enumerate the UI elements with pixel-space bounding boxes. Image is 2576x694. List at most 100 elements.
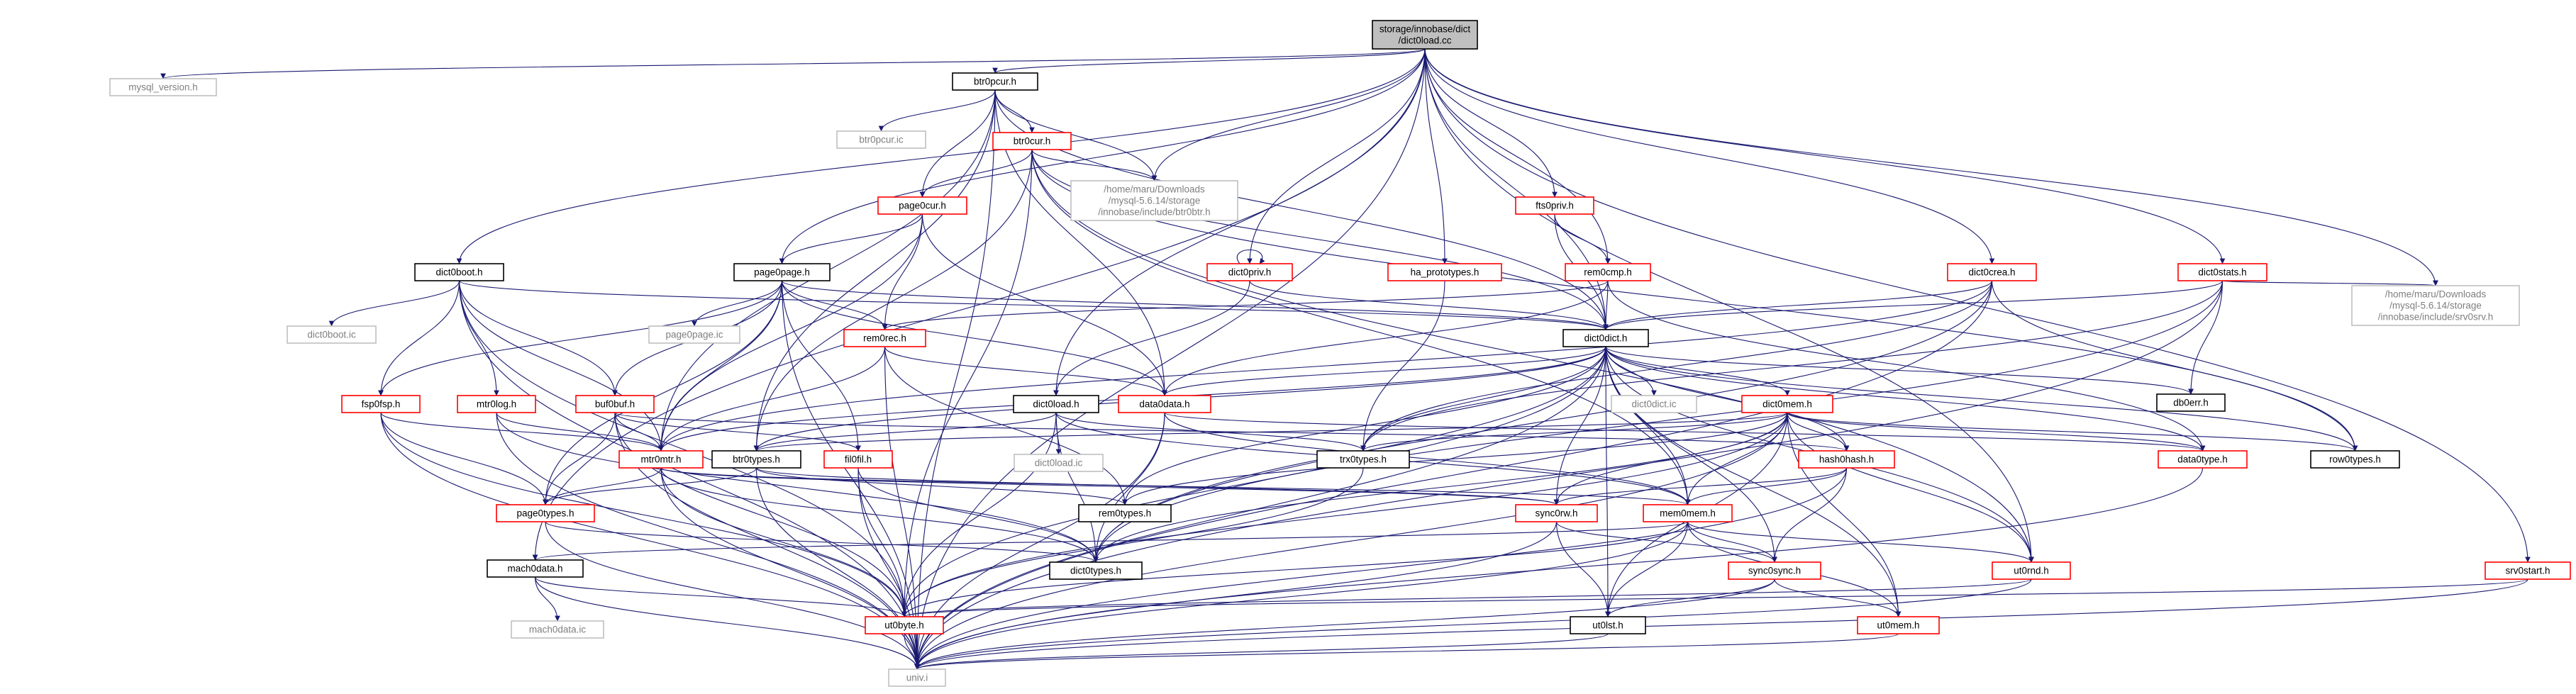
file-node-fsp0fsp-h[interactable]: fsp0fsp.h bbox=[341, 395, 421, 413]
include-edge bbox=[1553, 346, 1606, 505]
file-node-row0types-h[interactable]: row0types.h bbox=[2310, 450, 2400, 469]
include-edge bbox=[1055, 412, 1366, 452]
file-node-page0page-h[interactable]: page0page.h bbox=[733, 263, 831, 281]
file-node-fts0priv-h[interactable]: fts0priv.h bbox=[1515, 196, 1594, 215]
include-edge bbox=[994, 89, 1035, 133]
file-node-sync0rw-h[interactable]: sync0rw.h bbox=[1515, 504, 1598, 522]
file-node-dict0boot-h[interactable]: dict0boot.h bbox=[414, 263, 504, 281]
node-box bbox=[1206, 263, 1293, 281]
include-edge bbox=[1687, 521, 2034, 563]
node-box bbox=[1562, 329, 1649, 347]
file-node-dict0mem-h[interactable]: dict0mem.h bbox=[1741, 395, 1833, 413]
file-node-page0types-h[interactable]: page0types.h bbox=[496, 504, 595, 522]
file-node-db0err-h[interactable]: db0err.h bbox=[2156, 393, 2226, 412]
include-edge bbox=[1151, 48, 1426, 181]
node-label: ut0lst.h bbox=[1592, 620, 1623, 630]
node-label: btr0pcur.h bbox=[974, 76, 1016, 86]
node-label: mem0mem.h bbox=[1660, 508, 1716, 518]
file-node-page0page-ic: page0page.ic bbox=[648, 325, 740, 344]
include-edge bbox=[781, 280, 1609, 330]
include-edge bbox=[658, 213, 923, 452]
node-label: mtr0mtr.h bbox=[640, 454, 681, 464]
node-box bbox=[414, 263, 504, 281]
file-node-rem0types-h[interactable]: rem0types.h bbox=[1078, 504, 1172, 522]
include-edge bbox=[534, 576, 560, 622]
node-box bbox=[1741, 395, 1833, 413]
node-label: srv0start.h bbox=[2505, 565, 2550, 576]
file-node-ut0lst-h[interactable]: ut0lst.h bbox=[1570, 616, 1646, 634]
include-edge bbox=[1424, 48, 2438, 286]
file-node-dict0priv-h[interactable]: dict0priv.h bbox=[1206, 263, 1293, 281]
node-box bbox=[992, 132, 1072, 150]
include-edge bbox=[1787, 412, 1850, 452]
node-label: fts0priv.h bbox=[1536, 200, 1574, 211]
include-edge bbox=[660, 467, 907, 617]
include-edge bbox=[1603, 280, 2224, 330]
include-edge bbox=[1162, 280, 1609, 396]
include-edge bbox=[914, 412, 1788, 670]
include-edge bbox=[1424, 48, 1611, 264]
include-edge bbox=[458, 280, 664, 452]
file-node-rem0cmp-h[interactable]: rem0cmp.h bbox=[1565, 263, 1651, 281]
include-edge bbox=[1787, 412, 2034, 563]
node-label: page0page.ic bbox=[665, 329, 723, 340]
include-edge bbox=[901, 412, 1057, 617]
include-edge bbox=[1360, 280, 1445, 452]
include-edge bbox=[1774, 578, 1902, 617]
file-node-buf0buf-h[interactable]: buf0buf.h bbox=[575, 395, 655, 413]
node-label: mtr0log.h bbox=[477, 398, 516, 409]
file-node-rem0rec-h[interactable]: rem0rec.h bbox=[843, 329, 926, 347]
include-edge bbox=[1360, 346, 1606, 452]
file-node-mtr0log-h[interactable]: mtr0log.h bbox=[457, 395, 536, 413]
include-edge bbox=[901, 346, 1606, 617]
file-node-mtr0mtr-h[interactable]: mtr0mtr.h bbox=[618, 450, 704, 469]
node-box bbox=[341, 395, 421, 413]
file-node-btr0cur-h[interactable]: btr0cur.h bbox=[992, 132, 1072, 150]
file-node-univ-i: univ.i bbox=[888, 668, 946, 687]
file-node-data0type-h[interactable]: data0type.h bbox=[2158, 450, 2248, 469]
node-box bbox=[2158, 450, 2248, 469]
include-edge bbox=[1424, 48, 1995, 264]
file-node-page0cur-h[interactable]: page0cur.h bbox=[877, 196, 967, 215]
include-edge bbox=[1247, 48, 1426, 264]
include-edge bbox=[1605, 521, 1689, 617]
file-node-ut0rnd-h[interactable]: ut0rnd.h bbox=[1992, 561, 2071, 580]
file-node-ut0mem-h[interactable]: ut0mem.h bbox=[1857, 616, 1940, 634]
file-node-dict0dict-h[interactable]: dict0dict.h bbox=[1562, 329, 1649, 347]
file-node-mach0data-h[interactable]: mach0data.h bbox=[487, 559, 584, 578]
include-edge bbox=[1553, 412, 1788, 505]
file-node-mem0mem-h[interactable]: mem0mem.h bbox=[1643, 504, 1733, 522]
file-node-dict0stats-h[interactable]: dict0stats.h bbox=[2177, 263, 2267, 281]
file-node-hash0hash-h[interactable]: hash0hash.h bbox=[1798, 450, 1895, 469]
include-edge bbox=[545, 521, 1099, 563]
include-edge bbox=[919, 149, 1033, 198]
node-box bbox=[836, 130, 926, 149]
include-edge bbox=[660, 467, 1099, 563]
file-node-dict0types-h[interactable]: dict0types.h bbox=[1049, 561, 1143, 580]
file-node-dict0load-h[interactable]: dict0load.h bbox=[1013, 395, 1099, 413]
node-label: ut0mem.h bbox=[1877, 620, 1919, 630]
file-node-fil0fil-h[interactable]: fil0fil.h bbox=[823, 450, 893, 469]
include-edge bbox=[914, 48, 1426, 670]
file-node-dict0crea-h[interactable]: dict0crea.h bbox=[1947, 263, 2037, 281]
include-edge bbox=[1424, 48, 2531, 563]
file-node-ha-prototypes-h[interactable]: ha_prototypes.h bbox=[1387, 263, 1502, 281]
node-box bbox=[1728, 561, 1821, 580]
file-node-trx0types-h[interactable]: trx0types.h bbox=[1316, 450, 1410, 469]
include-edge bbox=[857, 467, 1099, 563]
file-node-btr0types-h[interactable]: btr0types.h bbox=[711, 450, 801, 469]
node-box bbox=[648, 325, 740, 344]
file-node-sync0sync-h[interactable]: sync0sync.h bbox=[1728, 561, 1821, 580]
file-node-btr0pcur-h[interactable]: btr0pcur.h bbox=[952, 72, 1038, 91]
node-label: dict0priv.h bbox=[1228, 267, 1272, 277]
file-node-data0data-h[interactable]: data0data.h bbox=[1118, 395, 1211, 413]
file-node-srv0start-h[interactable]: srv0start.h bbox=[2485, 561, 2571, 580]
node-box bbox=[287, 325, 377, 344]
file-node-root[interactable]: storage/innobase/dict/dict0load.cc bbox=[1372, 20, 1478, 50]
include-edge bbox=[901, 578, 2528, 617]
include-edge bbox=[755, 467, 920, 670]
include-edge bbox=[378, 280, 783, 396]
file-node-ut0byte-h[interactable]: ut0byte.h bbox=[865, 616, 944, 634]
node-label: dict0types.h bbox=[1070, 565, 1121, 576]
